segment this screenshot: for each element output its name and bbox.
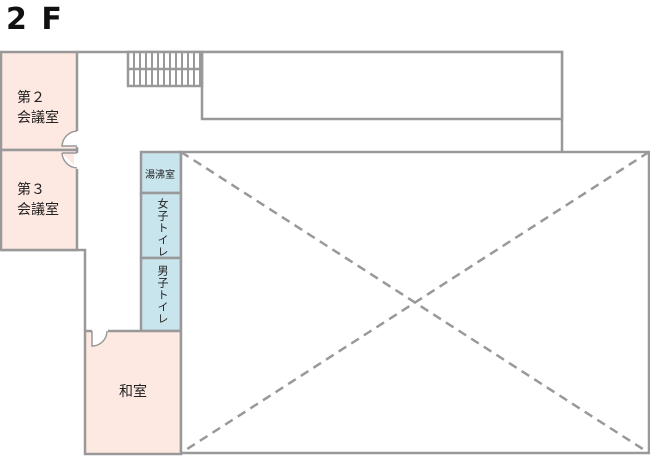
label-line: 会議室 <box>17 202 59 218</box>
label-line: 会議室 <box>17 110 59 126</box>
corridor-wall <box>1 248 87 331</box>
label-line: 第２ <box>17 90 45 106</box>
room-japanese <box>83 329 183 456</box>
door-meeting-2 <box>61 130 80 147</box>
room-meeting-3-label: 第３ 会議室 <box>17 180 59 220</box>
mens-toilet-label: 男子トイレ <box>156 265 169 325</box>
womens-toilet-label: 女子トイレ <box>156 198 169 258</box>
room-meeting-3 <box>0 148 79 252</box>
floor-label: 2 F <box>6 2 64 37</box>
upper-block <box>200 50 564 121</box>
door-japanese-room <box>91 328 108 347</box>
japanese-room-label: 和室 <box>119 384 147 400</box>
kitchenette-label: 湯沸室 <box>145 170 175 181</box>
label-line: 第３ <box>17 182 45 198</box>
void-diagonal <box>180 150 650 455</box>
room-meeting-2 <box>0 50 79 152</box>
room-meeting-2-label: 第２ 会議室 <box>17 88 59 128</box>
door-meeting-3 <box>61 152 80 169</box>
